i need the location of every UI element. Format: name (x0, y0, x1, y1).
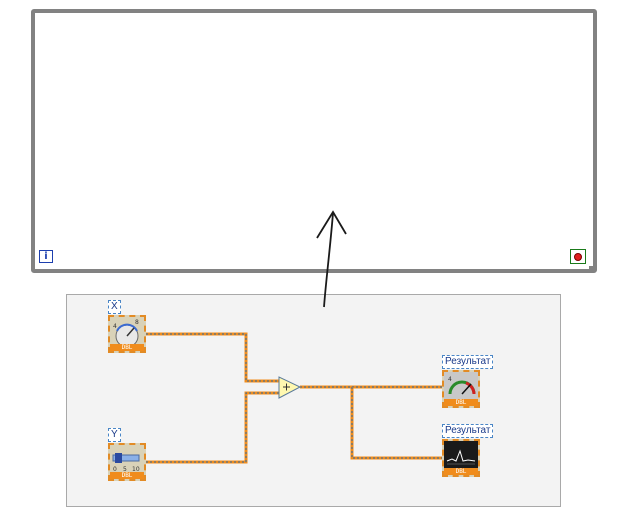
svg-text:10: 10 (132, 466, 140, 472)
type-badge: DBL (444, 399, 478, 406)
type-badge: DBL (110, 344, 144, 351)
output-2-label[interactable]: Результат (442, 424, 494, 438)
while-loop-frame[interactable] (31, 9, 597, 273)
stop-indicator (574, 253, 582, 261)
insert-arrow-head (316, 210, 347, 239)
iteration-terminal[interactable]: i (39, 250, 53, 263)
input-y-terminal[interactable]: 0 5 10 DBL (108, 443, 146, 481)
svg-text:8: 8 (135, 319, 139, 326)
output-1-terminal[interactable]: 4 DBL (442, 370, 480, 408)
slider-icon: 0 5 10 (112, 453, 140, 472)
stop-button-icon[interactable] (570, 249, 586, 264)
svg-text:4: 4 (448, 376, 452, 383)
knob-icon: 4 8 (113, 319, 139, 344)
add-function-icon (278, 376, 302, 399)
wire-y (146, 391, 281, 464)
gauge-icon: 4 (444, 372, 478, 399)
wire-output-2 (350, 387, 444, 460)
svg-text:0: 0 (113, 466, 117, 472)
wire-x (146, 332, 281, 383)
svg-text:5: 5 (123, 466, 127, 472)
input-x-label[interactable]: X (108, 300, 121, 314)
output-2-terminal[interactable]: DBL (442, 439, 480, 477)
type-badge: DBL (444, 468, 478, 475)
input-x-terminal[interactable]: 4 8 DBL (108, 315, 146, 353)
svg-text:4: 4 (113, 323, 117, 330)
output-1-label[interactable]: Результат (442, 355, 494, 369)
loop-frame-tail (589, 266, 597, 270)
input-y-label[interactable]: Y (108, 428, 121, 442)
waveform-chart-icon (444, 441, 478, 468)
type-badge: DBL (110, 472, 144, 479)
insert-arrow (323, 212, 334, 308)
